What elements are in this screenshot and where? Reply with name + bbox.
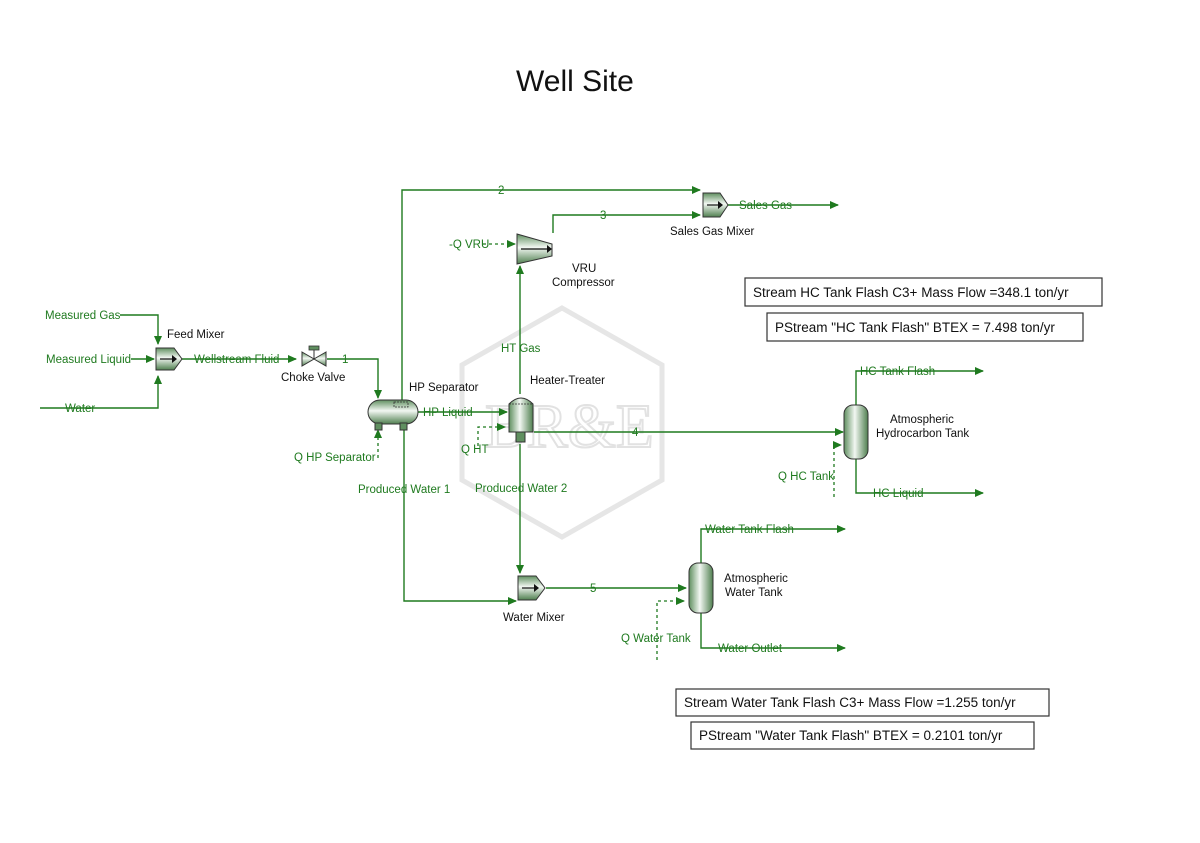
measured-gas-line	[120, 314, 162, 345]
hp-liquid-label: HP Liquid	[423, 407, 473, 419]
wellstream-fluid-label: Wellstream Fluid	[194, 354, 279, 366]
water-mixer-icon[interactable]	[517, 575, 546, 601]
stream-lines	[40, 186, 984, 660]
stream-1-label: 1	[342, 354, 348, 366]
hc-liquid-label: HC Liquid	[873, 488, 924, 500]
hc-c3-mass-flow-text: Stream HC Tank Flash C3+ Mass Flow =348.…	[753, 285, 1069, 300]
water-outlet-label: Water Outlet	[718, 643, 783, 655]
produced-water-2-label: Produced Water 2	[475, 483, 567, 495]
q-water-tank-line	[656, 597, 685, 660]
water-tank-label-line2: Water Tank	[725, 587, 783, 599]
water-tank-flash-line	[700, 525, 846, 563]
sales-gas-label: Sales Gas	[739, 200, 792, 212]
water-tank-icon[interactable]	[688, 562, 714, 614]
watermark-logo: BR&E	[459, 305, 665, 540]
vru-compressor-icon[interactable]	[516, 233, 553, 265]
result-box-hc-btex: PStream "HC Tank Flash" BTEX = 7.498 ton…	[766, 312, 1084, 342]
hp-separator-label: HP Separator	[409, 382, 479, 394]
stream-5-label: 5	[590, 583, 596, 595]
hc-liquid-line	[855, 459, 984, 497]
stream-1-line	[327, 358, 382, 399]
result-box-hc-c3: Stream HC Tank Flash C3+ Mass Flow =348.…	[744, 277, 1103, 307]
choke-valve-icon[interactable]	[301, 345, 327, 367]
stream-2-label: 2	[498, 185, 504, 197]
stream-4-label: 4	[632, 427, 639, 439]
water-label: Water	[65, 403, 95, 415]
heater-treater-icon[interactable]	[508, 397, 534, 443]
water-c3-mass-flow-text: Stream Water Tank Flash C3+ Mass Flow =1…	[684, 695, 1016, 710]
result-box-water-btex: PStream "Water Tank Flash" BTEX = 0.2101…	[690, 721, 1035, 750]
hc-tank-label-line2: Hydrocarbon Tank	[876, 428, 969, 440]
water-outlet-line	[700, 613, 846, 652]
stream-labels: Measured Gas Measured Liquid Water Wells…	[45, 185, 935, 655]
q-hc-tank-line	[833, 441, 842, 497]
q-vru-label: -Q VRU	[449, 239, 489, 251]
choke-valve-label: Choke Valve	[281, 372, 345, 384]
feed-mixer-label: Feed Mixer	[167, 329, 225, 341]
stream-3-label: 3	[600, 210, 606, 222]
sales-gas-mixer-label: Sales Gas Mixer	[670, 226, 755, 238]
hc-tank-flash-label: HC Tank Flash	[860, 366, 935, 378]
diagram-title: Well Site	[516, 65, 634, 98]
water-tank-label-line1: Atmospheric	[724, 573, 788, 585]
measured-gas-label: Measured Gas	[45, 310, 121, 322]
stream-2-line	[401, 186, 701, 402]
feed-mixer-icon[interactable]	[155, 347, 183, 371]
q-water-tank-label: Q Water Tank	[621, 633, 691, 645]
ht-gas-label: HT Gas	[501, 343, 541, 355]
sales-gas-mixer-icon[interactable]	[702, 192, 729, 218]
heater-treater-label: Heater-Treater	[530, 375, 605, 387]
measured-liquid-label: Measured Liquid	[46, 354, 131, 366]
q-ht-label: Q HT	[461, 444, 488, 456]
hc-tank-icon[interactable]	[843, 404, 869, 460]
produced-water-1-line	[403, 430, 517, 605]
hp-separator-icon[interactable]	[367, 399, 419, 431]
water-btex-text: PStream "Water Tank Flash" BTEX = 0.2101…	[699, 728, 1003, 743]
water-line	[40, 375, 162, 409]
water-tank-flash-label: Water Tank Flash	[705, 524, 794, 536]
produced-water-1-label: Produced Water 1	[358, 484, 450, 496]
hc-tank-label-line1: Atmospheric	[890, 414, 954, 426]
stream-3-line	[552, 211, 701, 233]
water-mixer-label: Water Mixer	[503, 612, 565, 624]
equipment-labels: Feed Mixer Choke Valve HP Separator Heat…	[167, 226, 969, 624]
q-hc-tank-label: Q HC Tank	[778, 471, 834, 483]
result-box-water-c3: Stream Water Tank Flash C3+ Mass Flow =1…	[675, 688, 1050, 717]
q-ht-line	[477, 423, 506, 446]
vru-compressor-label-line1: VRU	[572, 263, 596, 275]
vru-compressor-label-line2: Compressor	[552, 277, 615, 289]
hc-btex-text: PStream "HC Tank Flash" BTEX = 7.498 ton…	[775, 320, 1055, 335]
q-hp-separator-label: Q HP Separator	[294, 452, 376, 464]
hc-tank-flash-line	[855, 367, 984, 405]
